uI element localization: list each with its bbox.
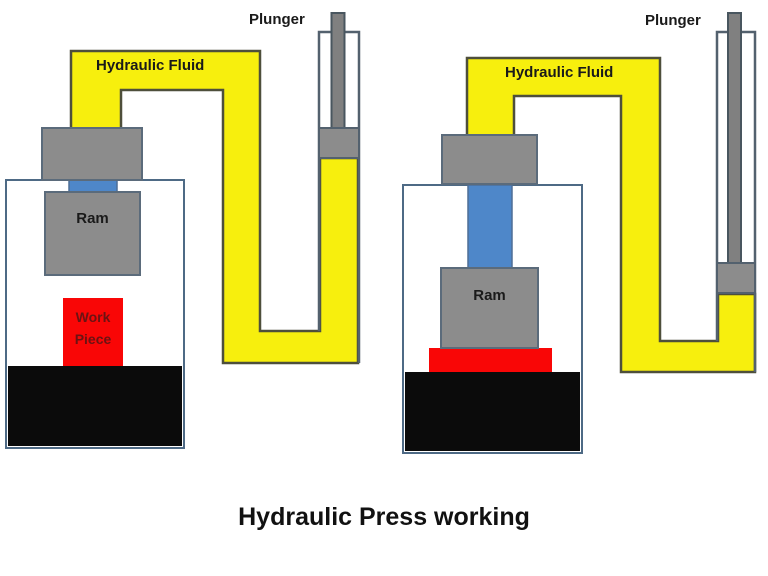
ram-connector-before	[68, 179, 118, 193]
press-head-before	[41, 127, 143, 181]
hydraulic-fluid-label-before: Hydraulic Fluid	[96, 57, 205, 74]
plunger-rod-after	[727, 12, 742, 266]
ram-label-before: Ram	[76, 210, 109, 227]
plunger-piston-before	[318, 127, 360, 159]
ram-label-after: Ram	[473, 287, 506, 304]
plunger-piston-after	[716, 262, 756, 294]
hydraulic-fluid-label-after: Hydraulic Fluid	[505, 64, 614, 81]
ram-block-after	[440, 267, 539, 349]
work-piece-label: Work Piece	[63, 306, 123, 350]
press-head-after	[441, 134, 538, 185]
work-piece-label-line2: Piece	[74, 331, 112, 347]
work-piece-after	[429, 348, 552, 372]
press-base-after	[405, 372, 580, 451]
ram-connector-after	[467, 184, 513, 270]
plunger-rod-before	[330, 12, 346, 132]
plunger-label-after: Plunger	[645, 12, 701, 29]
press-base-before	[8, 366, 182, 446]
plunger-label-before: Plunger	[249, 11, 305, 28]
work-piece-before	[63, 298, 123, 366]
ram-block-before	[44, 191, 141, 276]
work-piece-label-line1: Work	[75, 309, 111, 325]
diagram-title: Hydraulic Press working	[238, 503, 530, 531]
